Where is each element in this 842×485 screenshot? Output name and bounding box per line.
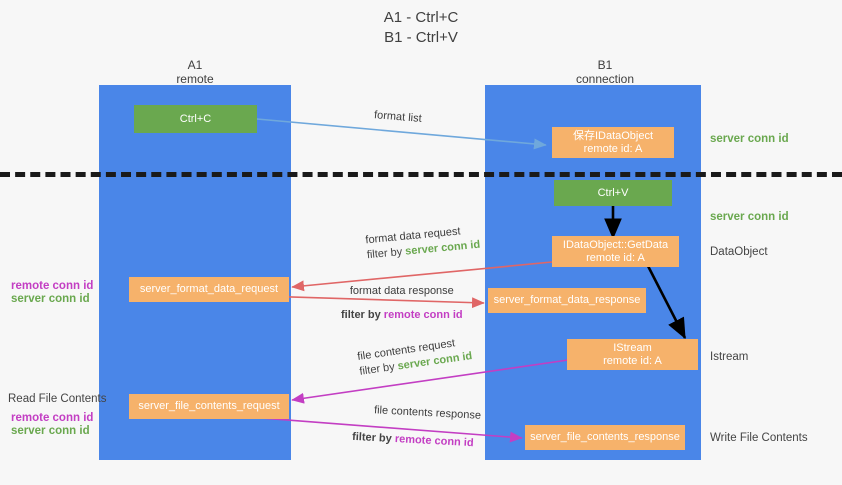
left-label-remote-conn-id-2: remote conn id (11, 412, 94, 424)
page-title: A1 - Ctrl+C B1 - Ctrl+V (0, 8, 842, 48)
left-label-server-conn-id-1: server conn id (11, 293, 90, 305)
filter-prefix: filter by (351, 430, 396, 446)
box-save-idataobject[interactable]: 保存IDataObject remote id: A (552, 127, 674, 158)
box-ctrl-c-line1: Ctrl+C (179, 112, 212, 125)
box-ctrl-v-line1: Ctrl+V (597, 186, 629, 199)
box-server-file-contents-request[interactable]: server_file_contents_request (129, 394, 289, 419)
column-header-b1: B1 connection (525, 58, 685, 86)
box-save-idataobject-line2: remote id: A (583, 142, 643, 155)
box-server-file-contents-request-label: server_file_contents_request (138, 400, 280, 412)
box-server-file-contents-response-label: server_file_contents_response (530, 431, 680, 443)
phase-divider (0, 172, 842, 177)
box-istream[interactable]: IStream remote id: A (567, 339, 698, 370)
column-b1-sub: connection (575, 72, 635, 86)
right-label-dataobject: DataObject (710, 246, 768, 258)
right-label-server-conn-id-mid: server conn id (710, 211, 789, 223)
title-line-2: B1 - Ctrl+V (384, 29, 458, 46)
right-label-istream: Istream (710, 351, 749, 363)
arrow-format-list (256, 118, 547, 150)
column-a1-name: A1 (187, 58, 203, 72)
column-header-a1: A1 remote (115, 58, 275, 86)
filter-prefix: filter by (358, 360, 399, 378)
right-label-write-file-contents: Write File Contents (710, 432, 808, 444)
box-server-format-data-request[interactable]: server_format_data_request (129, 277, 289, 302)
box-idataobject-getdata[interactable]: IDataObject::GetData remote id: A (552, 236, 679, 267)
right-label-server-conn-id-top: server conn id (710, 133, 789, 145)
left-label-server-conn-id-2: server conn id (11, 425, 90, 437)
box-server-file-contents-response[interactable]: server_file_contents_response (525, 425, 685, 450)
arrow-getdata-to-istream (646, 265, 687, 340)
box-getdata-line1: IDataObject::GetData (562, 238, 669, 251)
arrow-format-data-request (291, 261, 553, 292)
filter-prefix: filter by (366, 245, 406, 262)
column-a1-sub: remote (176, 72, 214, 86)
box-istream-line1: IStream (613, 341, 652, 354)
filter-value-remote-conn-id: remote conn id (394, 433, 474, 450)
box-server-format-data-request-label: server_format_data_request (139, 283, 279, 295)
arrow-file-contents-request (291, 359, 569, 404)
box-ctrl-c[interactable]: Ctrl+C (134, 105, 257, 133)
box-server-format-data-response[interactable]: server_format_data_response (488, 288, 646, 313)
edge-label-format-data-response-text: format data response (349, 285, 454, 297)
box-ctrl-v[interactable]: Ctrl+V (554, 180, 672, 206)
left-label-read-file-contents: Read File Contents (8, 393, 107, 405)
filter-prefix: filter by (341, 309, 384, 321)
edge-label-format-data-response-filter: filter by remote conn id (341, 308, 463, 323)
title-line-1: A1 - Ctrl+C (383, 9, 459, 26)
box-save-idataobject-line1: 保存IDataObject (572, 129, 654, 142)
left-label-remote-conn-id-1: remote conn id (11, 280, 94, 292)
box-istream-line2: remote id: A (603, 354, 662, 367)
column-b1-name: B1 (597, 58, 613, 72)
box-getdata-line2: remote id: A (586, 251, 645, 264)
box-server-format-data-response-label: server_format_data_response (493, 294, 641, 306)
edge-label-format-data-response: format data response filter by remote co… (341, 284, 463, 323)
filter-value-remote-conn-id: remote conn id (383, 309, 463, 321)
